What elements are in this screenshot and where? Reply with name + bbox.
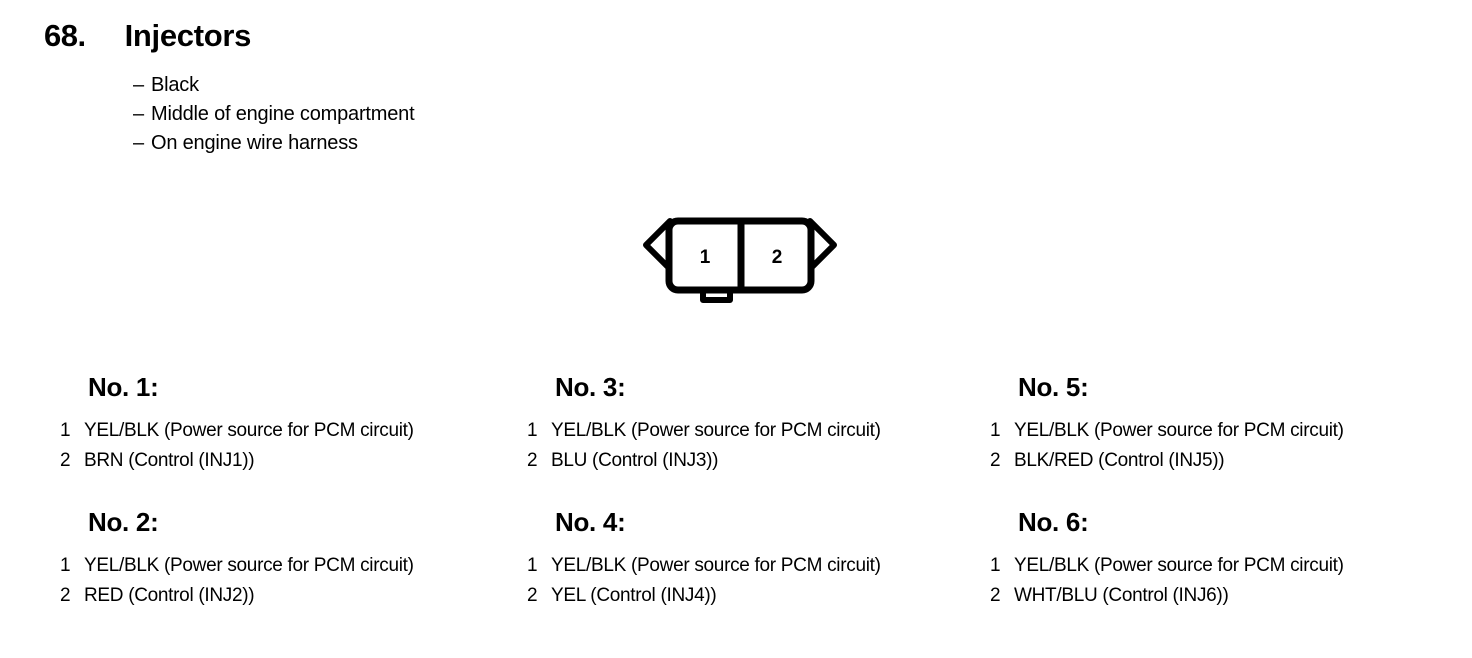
attribute-item: – On engine wire harness bbox=[133, 129, 414, 158]
pin-row: 1 YEL/BLK (Power source for PCM circuit) bbox=[527, 416, 881, 446]
pin-row: 2 BLU (Control (INJ3)) bbox=[527, 446, 881, 476]
connector-outline-icon: 1 2 bbox=[643, 217, 837, 303]
pin-group-6: No. 6: 1 YEL/BLK (Power source for PCM c… bbox=[990, 507, 1344, 611]
pin-group-title: No. 4: bbox=[555, 507, 626, 537]
pin-group-title: No. 2: bbox=[88, 507, 159, 537]
attribute-label: Black bbox=[151, 74, 199, 96]
pin-index: 1 bbox=[990, 420, 1001, 441]
pin-group-2: No. 2: 1 YEL/BLK (Power source for PCM c… bbox=[60, 507, 414, 611]
pin-row: 1 YEL/BLK (Power source for PCM circuit) bbox=[990, 551, 1344, 581]
pin-group-5: No. 5: 1 YEL/BLK (Power source for PCM c… bbox=[990, 372, 1344, 476]
pin-index: 2 bbox=[527, 585, 538, 606]
pin-description: WHT/BLU (Control (INJ6)) bbox=[1014, 585, 1229, 606]
connector-diagram: 1 2 bbox=[640, 212, 850, 312]
pin-row: 1 YEL/BLK (Power source for PCM circuit) bbox=[990, 416, 1344, 446]
pin-row: 2 WHT/BLU (Control (INJ6)) bbox=[990, 581, 1344, 611]
page-title: Injectors bbox=[124, 18, 252, 53]
pin-index: 2 bbox=[60, 450, 71, 471]
pin-group-title: No. 6: bbox=[1018, 507, 1089, 537]
pin-description: YEL/BLK (Power source for PCM circuit) bbox=[84, 420, 414, 441]
pin-index: 1 bbox=[527, 555, 538, 576]
pin-index: 2 bbox=[527, 450, 538, 471]
connector-pin-label-2: 2 bbox=[772, 247, 783, 268]
attribute-item: – Middle of engine compartment bbox=[133, 100, 415, 129]
pin-row: 2 YEL (Control (INJ4)) bbox=[527, 581, 881, 611]
pin-group-title: No. 1: bbox=[88, 372, 159, 402]
pin-description: BLK/RED (Control (INJ5)) bbox=[1014, 450, 1225, 471]
attribute-item: – Black bbox=[133, 71, 414, 100]
pin-index: 2 bbox=[990, 450, 1001, 471]
attribute-list: – Black – Middle of engine compartment –… bbox=[133, 71, 415, 158]
pin-row: 1 YEL/BLK (Power source for PCM circuit) bbox=[60, 551, 414, 581]
pin-index: 1 bbox=[990, 555, 1001, 576]
pin-row: 2 BRN (Control (INJ1)) bbox=[60, 446, 414, 476]
pin-index: 1 bbox=[60, 420, 71, 441]
attribute-label: Middle of engine compartment bbox=[151, 103, 415, 125]
pin-description: YEL/BLK (Power source for PCM circuit) bbox=[1014, 420, 1344, 441]
pin-index: 2 bbox=[60, 585, 71, 606]
pin-group-title: No. 3: bbox=[555, 372, 626, 402]
connector-pin-label-1: 1 bbox=[700, 247, 711, 268]
pin-description: BRN (Control (INJ1)) bbox=[84, 450, 255, 471]
pin-index: 1 bbox=[60, 555, 71, 576]
pin-group-1: No. 1: 1 YEL/BLK (Power source for PCM c… bbox=[60, 372, 414, 476]
pin-row: 1 YEL/BLK (Power source for PCM circuit) bbox=[60, 416, 414, 446]
section-number: 68. bbox=[44, 18, 86, 53]
pin-description: BLU (Control (INJ3)) bbox=[551, 450, 719, 471]
pin-row: 1 YEL/BLK (Power source for PCM circuit) bbox=[527, 551, 881, 581]
pin-description: RED (Control (INJ2)) bbox=[84, 585, 255, 606]
pin-description: YEL/BLK (Power source for PCM circuit) bbox=[84, 555, 414, 576]
dash-bullet-icon: – bbox=[133, 74, 144, 96]
pin-group-4: No. 4: 1 YEL/BLK (Power source for PCM c… bbox=[527, 507, 881, 611]
attribute-label: On engine wire harness bbox=[151, 132, 358, 154]
dash-bullet-icon: – bbox=[133, 132, 144, 154]
pin-row: 2 RED (Control (INJ2)) bbox=[60, 581, 414, 611]
pin-description: YEL/BLK (Power source for PCM circuit) bbox=[1014, 555, 1344, 576]
pin-description: YEL/BLK (Power source for PCM circuit) bbox=[551, 555, 881, 576]
pin-index: 2 bbox=[990, 585, 1001, 606]
pin-group-title: No. 5: bbox=[1018, 372, 1089, 402]
pin-index: 1 bbox=[527, 420, 538, 441]
pin-row: 2 BLK/RED (Control (INJ5)) bbox=[990, 446, 1344, 476]
section-heading: 68. Injectors bbox=[44, 18, 251, 54]
pin-description: YEL (Control (INJ4)) bbox=[551, 585, 717, 606]
pin-group-3: No. 3: 1 YEL/BLK (Power source for PCM c… bbox=[527, 372, 881, 476]
pin-description: YEL/BLK (Power source for PCM circuit) bbox=[551, 420, 881, 441]
dash-bullet-icon: – bbox=[133, 103, 144, 125]
